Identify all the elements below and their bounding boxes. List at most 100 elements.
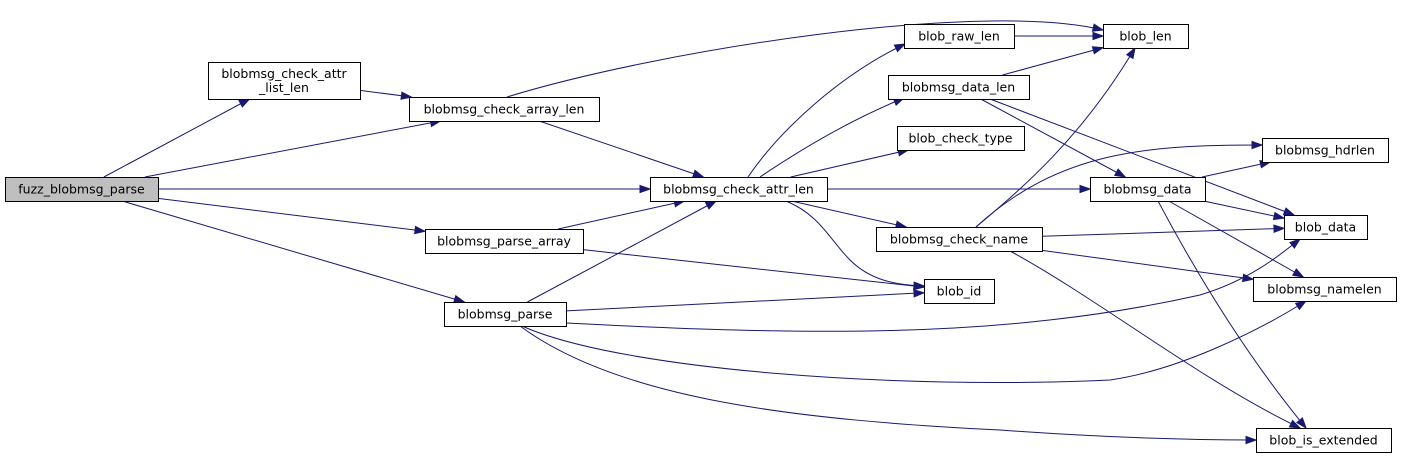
- arrowhead-msg_data-to-is_extended: [1295, 417, 1307, 430]
- arrowhead-attr_len-to-msg_data: [1079, 184, 1092, 194]
- edge-attr_len-to-data_len: [759, 97, 905, 178]
- node-parse[interactable]: blobmsg_parse: [444, 302, 567, 327]
- arrowhead-parse-to-blob_data: [1289, 238, 1302, 249]
- arrowhead-msg_data-to-namelen: [1291, 268, 1305, 278]
- edge-msg_data-to-blob_data: [1203, 200, 1285, 219]
- nodes: fuzz_blobmsg_parse blobmsg_check_attr_lis…: [5, 24, 1397, 453]
- node-attr-len[interactable]: blobmsg_check_attr_len: [650, 177, 828, 202]
- edge-parse-to-attr_len: [527, 200, 717, 303]
- edge-attr_len-to-check_name: [791, 200, 907, 228]
- node-label: fuzz_blobmsg_parse: [18, 182, 145, 197]
- node-box: [904, 24, 1015, 49]
- edge-fuzz-to-parse: [122, 200, 465, 303]
- arrowhead-parse-to-is_extended: [1245, 435, 1258, 445]
- arrowhead-attr_list_len-to-array_len: [400, 91, 413, 100]
- node-label: blobmsg_namelen: [1267, 282, 1381, 297]
- edge-check_name-to-namelen: [1041, 249, 1254, 280]
- arrowhead-parse-to-attr_len: [704, 200, 718, 210]
- arrowhead-check_name-to-blob_data: [1273, 224, 1286, 234]
- node-box: [425, 229, 584, 254]
- node-label: blobmsg_check_name: [890, 232, 1028, 247]
- arrowhead-fuzz-to-parse: [453, 294, 466, 304]
- node-label: blobmsg_check_array_len: [424, 102, 585, 117]
- node-label: blobmsg_parse_array: [437, 234, 571, 249]
- node-check-name[interactable]: blobmsg_check_name: [876, 227, 1043, 252]
- node-label: blobmsg_check_attr: [221, 66, 347, 81]
- node-fuzz[interactable]: fuzz_blobmsg_parse: [5, 177, 159, 202]
- node-box: [1103, 24, 1189, 49]
- arrowhead-array_len-to-blob_len: [1091, 23, 1105, 32]
- edge-check_name-to-hdrlen: [975, 144, 1263, 228]
- node-box: [888, 75, 1030, 100]
- node-label: blob_raw_len: [918, 29, 1000, 44]
- node-array-len[interactable]: blobmsg_check_array_len: [409, 97, 600, 122]
- edge-parse_array-to-attr_len: [558, 200, 685, 230]
- node-box: [208, 62, 361, 100]
- node-label: blobmsg_parse: [458, 307, 553, 322]
- node-blob-data[interactable]: blob_data: [1284, 215, 1368, 240]
- edge-data_len-to-blob_data: [989, 98, 1295, 216]
- node-check-type[interactable]: blob_check_type: [897, 126, 1025, 151]
- edge-parse-to-blob_data: [565, 238, 1301, 332]
- arrowhead-check_name-to-namelen: [1242, 273, 1255, 283]
- arrowhead-check_name-to-blob_len: [1125, 46, 1136, 60]
- edge-data_len-to-msg_data: [980, 98, 1126, 178]
- edge-fuzz-to-attr_list_len: [103, 98, 250, 178]
- node-label: blob_id: [937, 284, 982, 299]
- node-label: _list_len: [258, 80, 309, 95]
- node-box: [409, 97, 600, 122]
- node-hdrlen[interactable]: blobmsg_hdrlen: [1262, 138, 1389, 163]
- node-namelen[interactable]: blobmsg_namelen: [1253, 277, 1397, 302]
- arrowhead-data_len-to-blob_len: [1091, 46, 1105, 55]
- edge-attr_len-to-check_type: [790, 149, 909, 178]
- edge-parse-to-is_extended: [519, 325, 1257, 441]
- node-label: blobmsg_hdrlen: [1275, 143, 1375, 158]
- node-blob-id[interactable]: blob_id: [924, 279, 995, 304]
- node-raw-len[interactable]: blob_raw_len: [904, 24, 1015, 49]
- node-box: [444, 302, 567, 327]
- node-box: [5, 177, 159, 202]
- arrowhead-attr_len-to-raw_len: [893, 43, 907, 53]
- node-label: blobmsg_data: [1103, 182, 1191, 197]
- node-box: [876, 227, 1043, 252]
- arrowhead-raw_len-to-blob_len: [1092, 31, 1105, 41]
- node-box: [1253, 277, 1397, 302]
- node-is-extended[interactable]: blob_is_extended: [1256, 428, 1392, 453]
- node-msg-data[interactable]: blobmsg_data: [1090, 177, 1206, 202]
- edge-msg_data-to-namelen: [1168, 200, 1304, 278]
- edge-attr_len-to-blob_id: [785, 200, 925, 287]
- edge-parse-to-namelen: [521, 300, 1307, 384]
- node-box: [924, 279, 995, 304]
- node-box: [1262, 138, 1389, 163]
- arrowhead-data_len-to-msg_data: [1113, 168, 1127, 178]
- node-label: blobmsg_data_len: [902, 80, 1015, 95]
- edges: [103, 20, 1308, 445]
- edge-parse_array-to-blob_id: [582, 249, 925, 288]
- edge-array_len-to-attr_len: [539, 120, 704, 178]
- node-box: [1284, 215, 1368, 240]
- node-parse-array[interactable]: blobmsg_parse_array: [425, 229, 584, 254]
- arrowhead-parse-to-blob_id: [913, 288, 926, 298]
- arrowhead-parse-to-namelen: [1294, 300, 1308, 311]
- edge-parse-to-blob_id: [565, 292, 925, 312]
- arrowhead-fuzz-to-attr_list_len: [238, 98, 251, 108]
- arrowhead-check_name-to-hdrlen: [1251, 140, 1264, 150]
- node-label: blob_data: [1295, 220, 1356, 235]
- node-box: [1090, 177, 1206, 202]
- edge-fuzz-to-parse_array: [157, 197, 426, 232]
- edge-check_name-to-blob_data: [1041, 227, 1285, 237]
- arrowhead-array_len-to-attr_len: [691, 169, 705, 178]
- edge-msg_data-to-is_extended: [1157, 200, 1307, 429]
- node-attr-list-len[interactable]: blobmsg_check_attr_list_len: [208, 62, 361, 100]
- node-label: blobmsg_check_attr_len: [663, 182, 814, 197]
- node-data-len[interactable]: blobmsg_data_len: [888, 75, 1030, 100]
- node-label: blob_is_extended: [1269, 433, 1377, 448]
- node-box: [650, 177, 828, 202]
- edge-msg_data-to-hdrlen: [1202, 161, 1271, 178]
- arrowhead-fuzz-to-attr_len: [639, 184, 652, 194]
- edge-fuzz-to-array_len: [144, 120, 441, 178]
- node-label: blob_len: [1119, 29, 1171, 44]
- node-blob-len[interactable]: blob_len: [1103, 24, 1189, 49]
- arrowhead-msg_data-to-blob_data: [1272, 211, 1286, 221]
